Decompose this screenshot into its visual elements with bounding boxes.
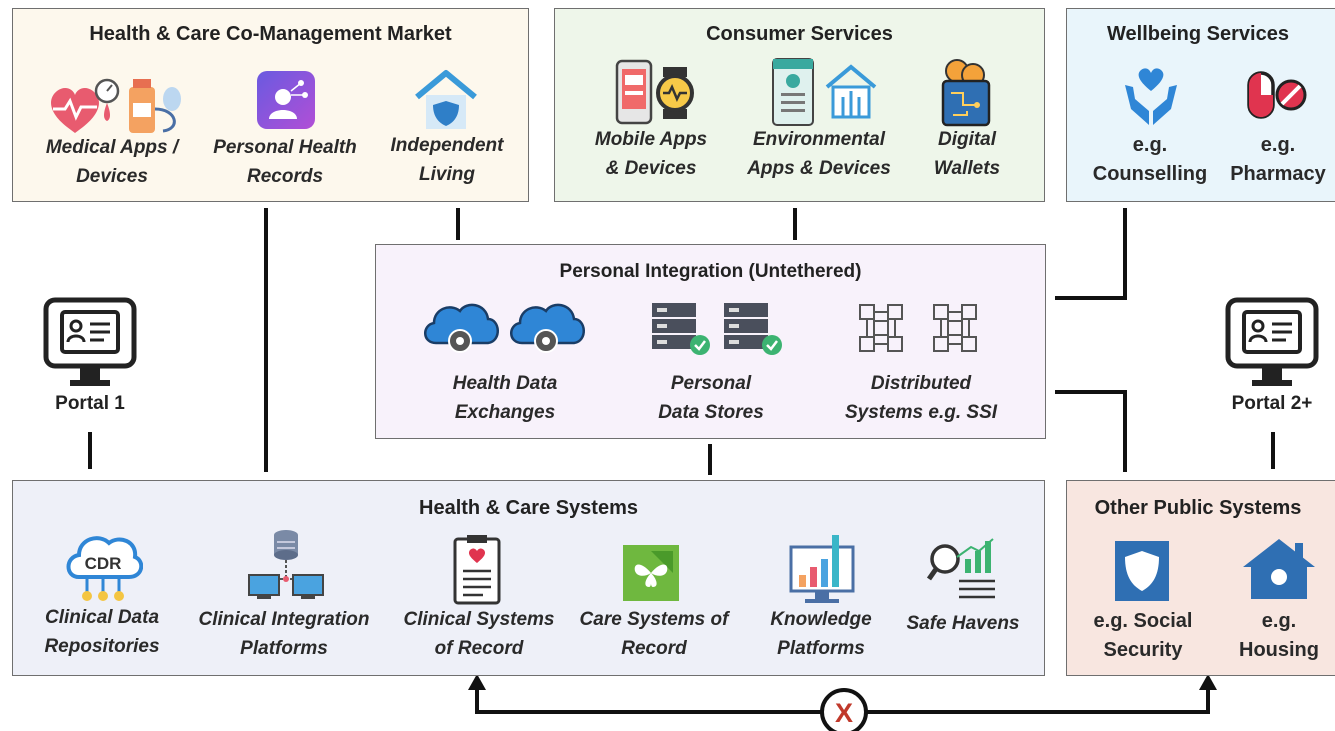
distributed-systems-block-icons xyxy=(859,304,977,352)
medical-apps-label: Medical Apps /Devices xyxy=(45,137,179,187)
panel-title: Health & Care Co-Management Market xyxy=(89,23,452,45)
pharmacy-pill-icon xyxy=(1247,71,1307,119)
mobile-apps-icon xyxy=(615,59,694,125)
panel-title: Consumer Services xyxy=(706,23,893,45)
portal-2-label: Portal 2+ xyxy=(1231,393,1313,414)
wellbeing-services-panel: Wellbeing Services e.g.Counselling e.g.P… xyxy=(1066,8,1335,202)
independent-living-icon xyxy=(415,70,477,129)
safe-havens-magnifier-icon xyxy=(927,538,995,599)
co-management-market-panel: Health & Care Co-Management Market Medic… xyxy=(12,8,529,202)
blocked-marker: X xyxy=(835,698,853,728)
housing-label: e.g.Housing xyxy=(1239,610,1319,661)
environmental-devices-icon xyxy=(772,58,877,126)
medical-devices-icon xyxy=(51,78,181,133)
knowledge-platform-chart-icon xyxy=(789,535,855,603)
consumer-services-panel: Consumer Services Mobile Apps& Devices E… xyxy=(554,8,1045,202)
counselling-hands-heart-icon xyxy=(1125,68,1177,125)
portal-monitor-icon xyxy=(1225,297,1319,386)
clinical-integration-network-icon xyxy=(248,530,324,599)
personal-data-store-server-icons xyxy=(652,303,782,355)
cdr-text: CDR xyxy=(85,554,122,573)
health-data-exchange-cloud-icons xyxy=(424,303,585,353)
personal-integration-panel: Personal Integration (Untethered) Health… xyxy=(375,244,1046,439)
clinical-data-repository-cloud-icon: CDR xyxy=(66,536,143,601)
panel-title: Other Public Systems xyxy=(1094,497,1302,519)
social-security-shield-icon xyxy=(1115,541,1169,601)
panel-title: Personal Integration (Untethered) xyxy=(559,261,862,282)
counselling-label: e.g.Counselling xyxy=(1092,134,1208,185)
clinical-record-clipboard-icon xyxy=(453,535,501,605)
pharmacy-label: e.g.Pharmacy xyxy=(1230,134,1326,185)
digital-wallets-icon xyxy=(941,59,991,127)
blocked-data-flow-arrow xyxy=(475,690,1210,714)
safe-havens-label: Safe Havens xyxy=(906,613,1020,634)
mobile-apps-label: Mobile Apps& Devices xyxy=(594,129,708,179)
care-systems-butterfly-icon xyxy=(623,545,679,601)
panel-title: Health & Care Systems xyxy=(419,497,638,519)
portal-1-label: Portal 1 xyxy=(55,393,125,414)
panel-title: Wellbeing Services xyxy=(1107,23,1289,45)
portal-monitor-icon xyxy=(43,297,137,386)
housing-house-icon xyxy=(1243,539,1315,599)
personal-health-records-icon xyxy=(257,71,315,129)
blocked-x-icon xyxy=(820,688,868,731)
